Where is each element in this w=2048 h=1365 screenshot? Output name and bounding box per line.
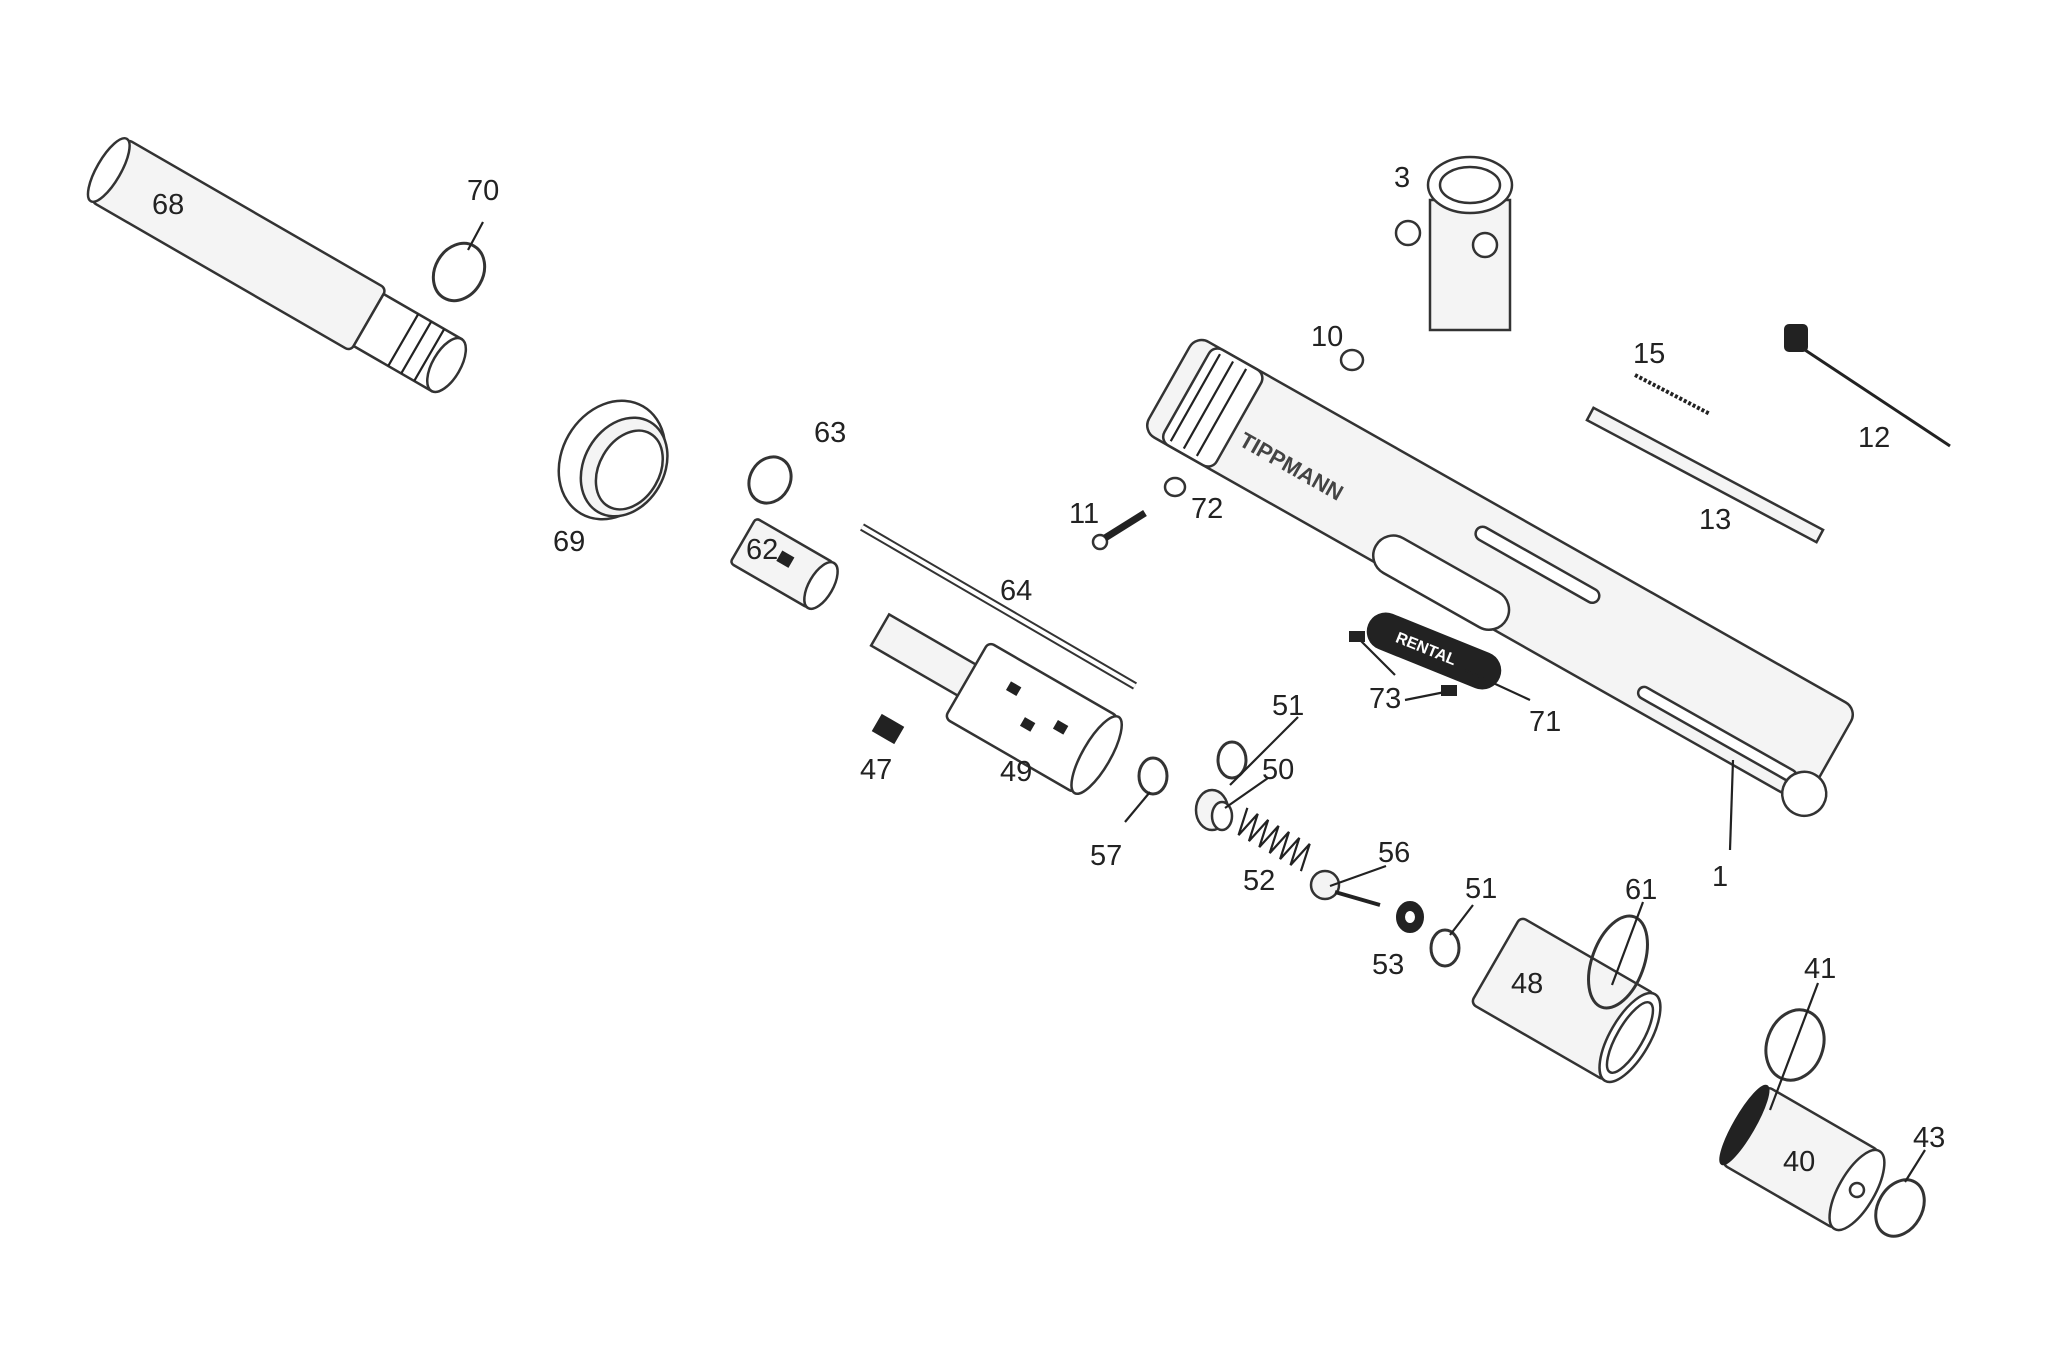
- label-69: 69: [553, 526, 585, 558]
- part-51-o-ring-b: [1429, 928, 1461, 968]
- part-73-screw: [1349, 631, 1365, 642]
- part-12-pin: [1784, 324, 1951, 448]
- label-53: 53: [1372, 949, 1404, 981]
- label-3: 3: [1394, 162, 1410, 194]
- label-50: 50: [1262, 754, 1294, 786]
- part-63-o-ring: [747, 455, 793, 505]
- label-11: 11: [1069, 498, 1099, 530]
- label-48: 48: [1511, 968, 1543, 1000]
- label-71: 71: [1529, 706, 1561, 738]
- part-1-receiver: TIPPMANN: [1146, 338, 1854, 818]
- part-70-o-ring: [431, 241, 487, 303]
- part-40-valve-cap: [1719, 1084, 1886, 1232]
- label-68: 68: [152, 189, 184, 221]
- part-72-nut: [1163, 476, 1187, 498]
- label-43: 43: [1913, 1122, 1945, 1154]
- part-68-tube: [86, 137, 468, 394]
- part-56-valve-pin: [1309, 869, 1381, 907]
- part-48-valve-body: [1471, 917, 1662, 1084]
- label-13: 13: [1699, 504, 1731, 536]
- label-61: 61: [1625, 874, 1657, 906]
- label-52: 52: [1243, 865, 1275, 897]
- part-61-o-ring: [1587, 914, 1649, 1010]
- label-10: 10: [1311, 321, 1343, 353]
- part-62-bolt-insert: [730, 518, 839, 611]
- part-47-set-screw: [871, 713, 905, 745]
- part-51-o-ring: [1216, 740, 1248, 780]
- part-50-bumper: [1194, 788, 1234, 832]
- label-49: 49: [1000, 756, 1032, 788]
- part-69-nut: [557, 399, 669, 521]
- label-12: 12: [1858, 422, 1890, 454]
- label-72: 72: [1191, 493, 1223, 525]
- label-51-b: 51: [1465, 873, 1497, 905]
- part-11-screw: [1091, 510, 1147, 551]
- label-57: 57: [1090, 840, 1122, 872]
- part-53-seal: [1396, 901, 1424, 933]
- label-64: 64: [1000, 575, 1032, 607]
- label-47: 47: [860, 754, 892, 786]
- label-63: 63: [814, 417, 846, 449]
- part-57-clip: [1137, 756, 1169, 796]
- part-73-screw-b: [1441, 685, 1457, 696]
- label-1: 1: [1712, 861, 1728, 893]
- label-41: 41: [1804, 953, 1836, 985]
- part-64-rod: [859, 523, 1138, 690]
- part-52-spring: [1237, 807, 1311, 872]
- part-13-rail: [1585, 406, 1825, 544]
- part-43-o-ring: [1874, 1178, 1926, 1238]
- part-labels: 68 70 69 63 62 64 47 49 57 51 50 52 56 5…: [152, 162, 1945, 1178]
- part-49-bolt: [869, 612, 1123, 795]
- part-3-feed-neck: [1394, 155, 1514, 332]
- label-56: 56: [1378, 837, 1410, 869]
- label-40: 40: [1783, 1146, 1815, 1178]
- part-15-spring: [1634, 373, 1711, 416]
- label-73: 73: [1369, 683, 1401, 715]
- label-62: 62: [746, 534, 778, 566]
- label-15: 15: [1633, 338, 1665, 370]
- leader-lines: [467, 221, 1926, 1183]
- label-51: 51: [1272, 690, 1304, 722]
- part-10-nut: [1339, 348, 1365, 372]
- label-70: 70: [467, 175, 499, 207]
